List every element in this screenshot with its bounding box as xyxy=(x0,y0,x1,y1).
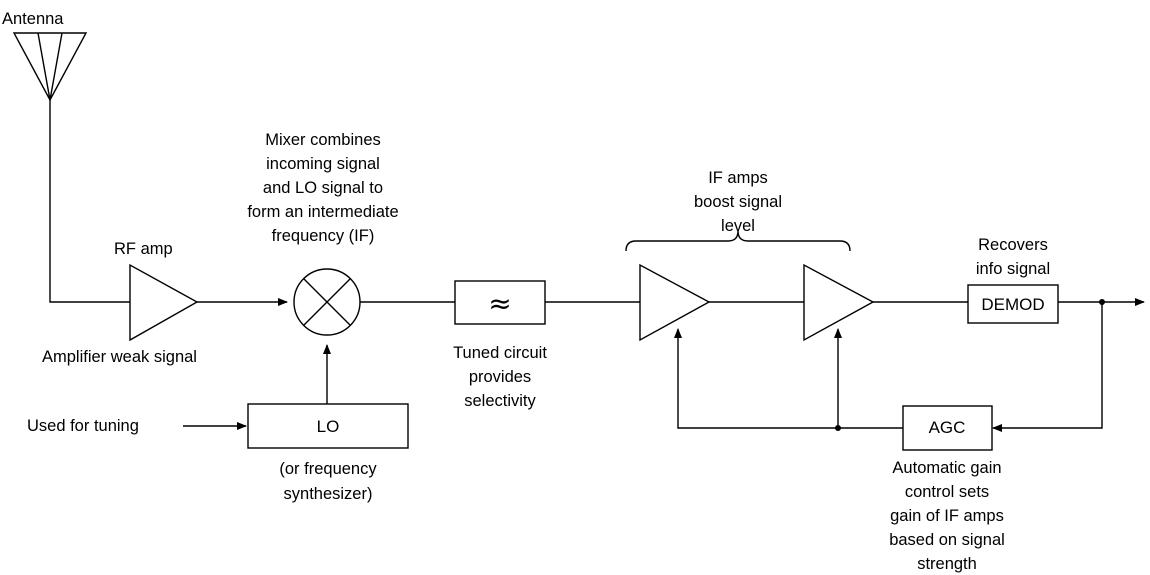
demod-label: DEMOD xyxy=(981,295,1044,314)
agc-to-if1-wire xyxy=(674,328,903,429)
svg-text:level: level xyxy=(721,217,755,235)
lo-note: (or frequency synthesizer) xyxy=(279,460,377,503)
svg-text:Automatic gain: Automatic gain xyxy=(892,459,1001,477)
filter-approx-icon: ≈ xyxy=(488,287,511,320)
svg-text:info signal: info signal xyxy=(976,260,1050,278)
svg-text:IF amps: IF amps xyxy=(708,169,768,187)
svg-text:frequency (IF): frequency (IF) xyxy=(272,227,375,245)
svg-text:control sets: control sets xyxy=(905,483,989,501)
svg-text:boost signal: boost signal xyxy=(694,193,782,211)
mixer-cross-icon xyxy=(303,278,351,326)
svg-text:synthesizer): synthesizer) xyxy=(284,485,373,503)
svg-text:incoming signal: incoming signal xyxy=(266,155,380,173)
svg-text:(or frequency: (or frequency xyxy=(279,460,377,478)
if-amps-note: IF amps boost signal level xyxy=(694,169,782,235)
lo-label: LO xyxy=(317,417,340,436)
antenna-icon-inner xyxy=(37,32,63,101)
demod-note: Recovers info signal xyxy=(976,236,1050,278)
rf-amp-label: RF amp xyxy=(114,240,173,258)
used-for-tuning-label: Used for tuning xyxy=(27,417,139,435)
svg-text:strength: strength xyxy=(917,555,977,573)
antenna-icon xyxy=(12,32,88,102)
svg-text:Mixer combines: Mixer combines xyxy=(265,131,381,149)
antenna-label: Antenna xyxy=(2,10,64,28)
rf-amp-triangle xyxy=(129,263,199,342)
if-amp-2-triangle xyxy=(803,263,875,342)
svg-text:provides: provides xyxy=(469,368,531,386)
amplifier-weak-label: Amplifier weak signal xyxy=(42,348,197,366)
tuned-filter-box xyxy=(454,280,546,325)
lo-box xyxy=(247,403,409,449)
demod-box xyxy=(967,284,1059,324)
svg-text:form an intermediate: form an intermediate xyxy=(247,203,398,221)
if-amp-1-triangle xyxy=(639,263,711,342)
agc-junction-dot xyxy=(835,425,841,431)
svg-text:based on signal: based on signal xyxy=(889,531,1005,549)
svg-text:Recovers: Recovers xyxy=(978,236,1048,254)
tuned-circuit-note: Tuned circuit provides selectivity xyxy=(453,344,547,410)
antenna-feed-wire xyxy=(49,100,130,303)
svg-text:and LO signal to: and LO signal to xyxy=(263,179,383,197)
agc-label: AGC xyxy=(929,418,966,437)
mixer-note: Mixer combines incoming signal and LO si… xyxy=(247,131,398,245)
svg-text:Tuned circuit: Tuned circuit xyxy=(453,344,547,362)
agc-note: Automatic gain control sets gain of IF a… xyxy=(889,459,1005,573)
if-amps-brace xyxy=(625,230,851,252)
svg-text:gain of IF amps: gain of IF amps xyxy=(890,507,1004,525)
svg-text:selectivity: selectivity xyxy=(464,392,536,410)
agc-sense-wire xyxy=(992,302,1103,432)
